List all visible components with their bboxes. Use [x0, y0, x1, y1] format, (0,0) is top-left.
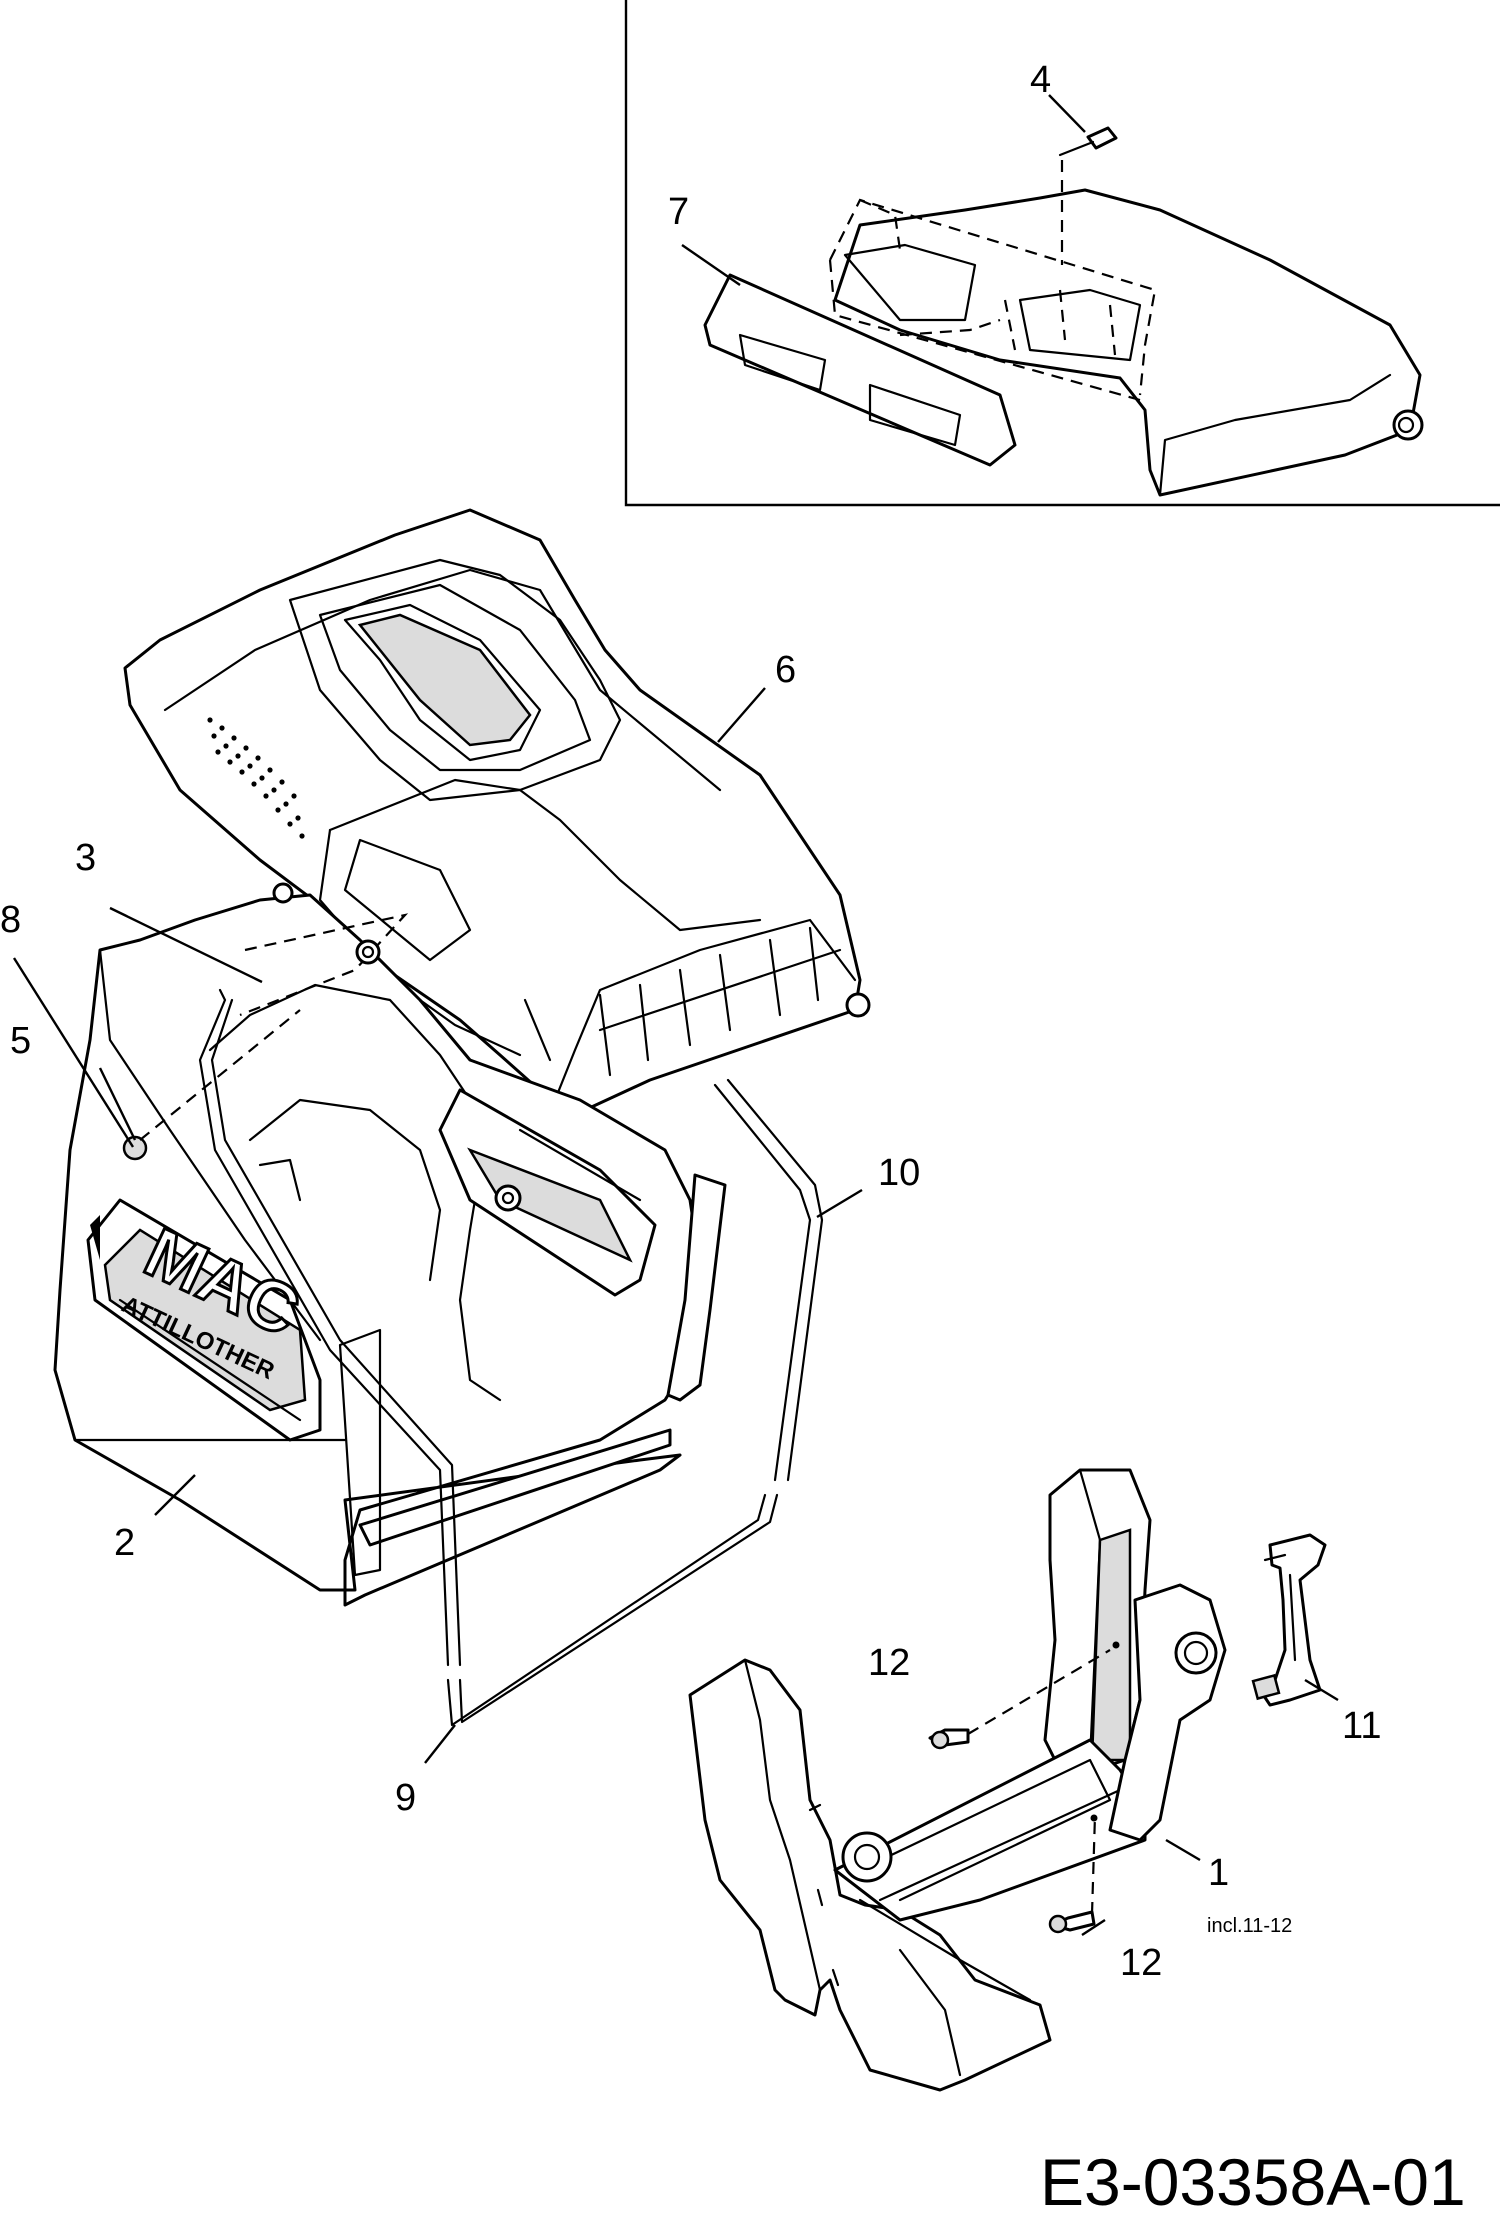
- part-9-frame-rod: [446, 1493, 779, 1727]
- drawing-code: E3-03358A-01: [1040, 2145, 1466, 2219]
- inset-bag-top: [833, 188, 1422, 497]
- part-5-nut: [122, 1135, 148, 1161]
- callout-3: 3: [75, 837, 96, 879]
- callout-labels: 1 2 3 4 5 6 7 8 9 10 11 12 12 incl.11-12: [0, 59, 1381, 1984]
- vent-grille: [207, 717, 305, 839]
- callout-8: 8: [0, 899, 21, 941]
- part-3-rivet: [272, 882, 294, 904]
- callout-11: 11: [1342, 1705, 1381, 1747]
- callout-1: 1: [1208, 1852, 1229, 1894]
- callout-12a: 12: [868, 1642, 910, 1684]
- part-10-frame-rod: [198, 988, 824, 1667]
- callout-2: 2: [114, 1522, 135, 1564]
- callout-10: 10: [878, 1152, 920, 1194]
- callout-6: 6: [775, 649, 796, 691]
- part-12-screws: [928, 1649, 1111, 1934]
- leader-lines: [12, 687, 1339, 1937]
- part-2-bag-body: MAC ATTILLOTHER: [53, 893, 727, 1607]
- part-6-bag-top-cover: [123, 508, 871, 1112]
- part-11-latch: [1251, 1533, 1327, 1707]
- callout-5: 5: [10, 1020, 31, 1062]
- callout-12b: 12: [1120, 1942, 1162, 1984]
- inset-insert-frame: [829, 198, 1157, 396]
- part-1-bracket: [688, 1468, 1227, 2092]
- note-incl: incl.11-12: [1207, 1915, 1292, 1937]
- inset-detail: [624, 0, 1500, 507]
- callout-4: 4: [1030, 59, 1051, 101]
- mac-logo-side: [438, 1088, 657, 1297]
- callout-9: 9: [395, 1777, 416, 1819]
- callout-7: 7: [668, 191, 689, 233]
- inset-frame: [624, 0, 1500, 507]
- part-4-screw: [1086, 126, 1118, 150]
- mac-logo: MAC ATTILLOTHER: [86, 1198, 322, 1442]
- part-8-washer: [355, 939, 381, 965]
